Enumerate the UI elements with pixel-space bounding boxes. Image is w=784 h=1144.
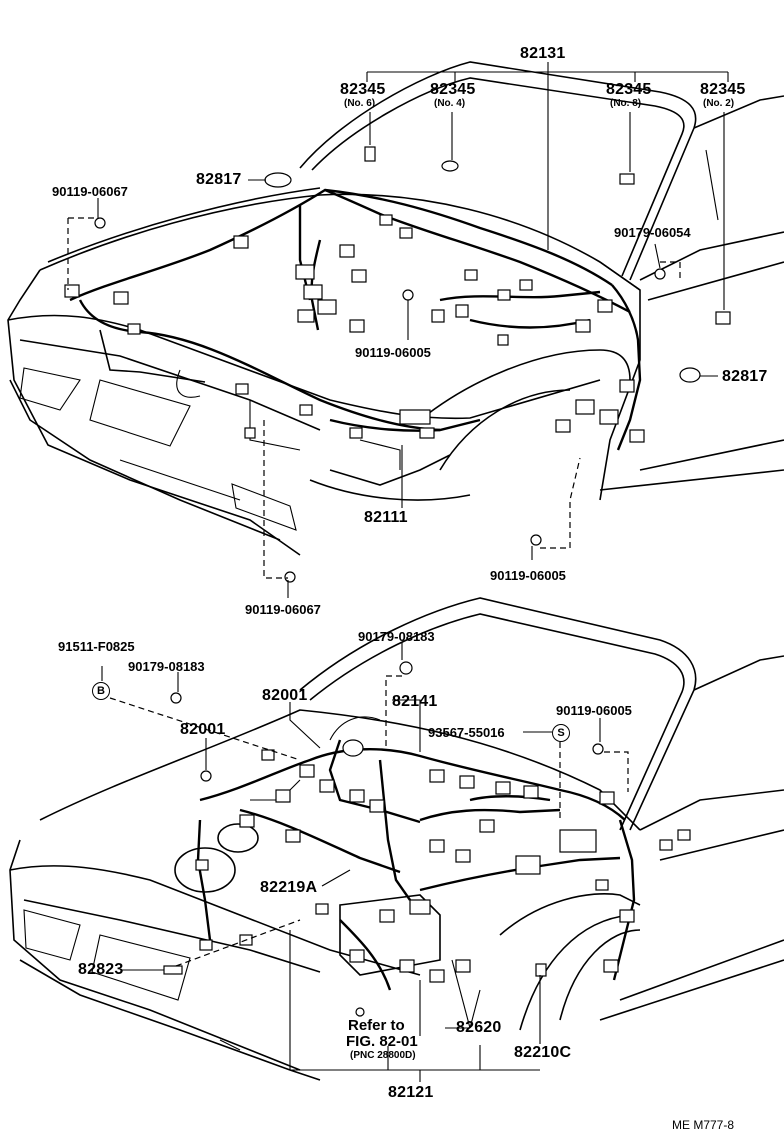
lower-leaders xyxy=(101,642,629,1082)
label-82111: 82111 xyxy=(364,509,408,526)
label-82131: 82131 xyxy=(520,45,566,62)
label-90119-06005-right: 90119-06005 xyxy=(556,703,632,718)
label-90179-08183-left: 90179-08183 xyxy=(128,659,205,674)
lower-car-body xyxy=(9,597,784,1081)
label-82345-no8-sub: (No. 8) xyxy=(610,98,642,109)
label-82219a: 82219A xyxy=(260,879,318,896)
label-82345-no8: 82345 xyxy=(606,81,652,98)
upper-harness-82131 xyxy=(64,146,731,583)
label-pnc-28800d: (PNC 28800D) xyxy=(350,1050,416,1061)
label-90119-06005-low: 90119-06005 xyxy=(490,568,566,583)
label-90179-06054: 90179-06054 xyxy=(614,225,691,240)
upper-leaders xyxy=(67,62,729,598)
label-82823: 82823 xyxy=(78,961,124,978)
label-82345-no4: 82345 xyxy=(430,81,476,98)
label-90119-06067-top: 90119-06067 xyxy=(52,184,128,199)
upper-car-body xyxy=(7,61,784,556)
drawing-code: ME M777-8 xyxy=(672,1118,735,1132)
label-91511-f0825: 91511-F0825 xyxy=(58,639,135,654)
label-82001-b: 82001 xyxy=(180,721,226,738)
label-refer-to: Refer to xyxy=(348,1017,405,1034)
label-90119-06005-mid: 90119-06005 xyxy=(355,345,431,360)
label-82345-no4-sub: (No. 4) xyxy=(434,98,466,109)
label-93567-55016: 93567-55016 xyxy=(428,725,505,740)
label-82345-no2-sub: (No. 2) xyxy=(703,98,735,109)
lower-harness xyxy=(163,661,691,1017)
label-90179-08183-top: 90179-08183 xyxy=(358,629,435,644)
label-82817-right: 82817 xyxy=(722,368,768,385)
label-82345-no6-sub: (No. 6) xyxy=(344,98,376,109)
label-82817-top: 82817 xyxy=(196,171,242,188)
label-82345-no2: 82345 xyxy=(700,81,746,98)
label-fig-82-01: FIG. 82-01 xyxy=(346,1033,418,1050)
label-90119-06067-low: 90119-06067 xyxy=(245,602,321,617)
label-82210c: 82210C xyxy=(514,1044,572,1061)
label-82121: 82121 xyxy=(388,1084,434,1101)
label-82345-no6: 82345 xyxy=(340,81,386,98)
label-82620: 82620 xyxy=(456,1019,502,1036)
label-82141: 82141 xyxy=(392,693,438,710)
circle-s-marker: S xyxy=(552,724,570,742)
label-82001-a: 82001 xyxy=(262,687,308,704)
circle-b-marker: B xyxy=(92,682,110,700)
